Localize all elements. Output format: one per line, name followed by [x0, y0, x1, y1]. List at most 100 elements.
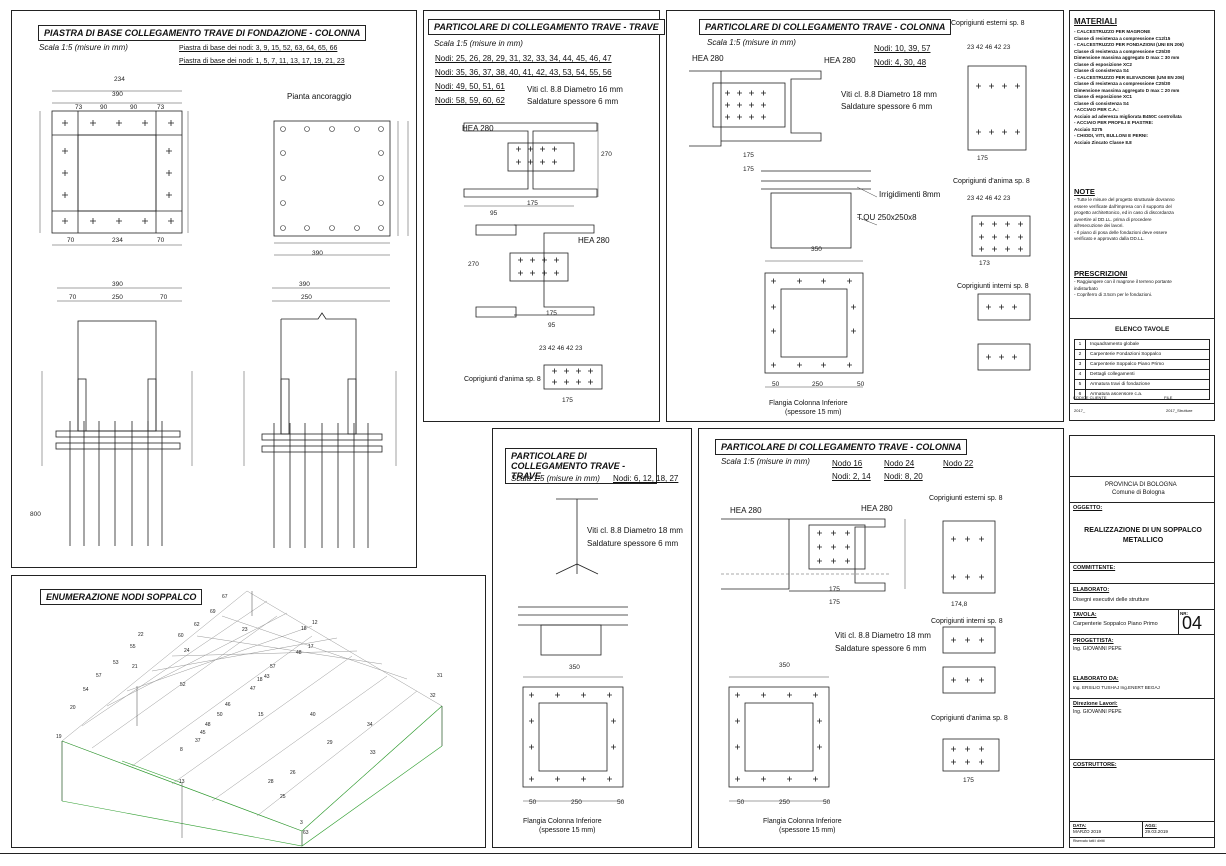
update-value: 29.03.2019: [1145, 829, 1168, 834]
svg-text:31: 31: [437, 673, 443, 679]
nodes-line: Piastra di base dei nodi: 1, 5, 7, 11, 1…: [179, 58, 345, 65]
dimension-label: 174,8: [951, 601, 968, 608]
svg-text:67: 67: [222, 594, 228, 600]
dimension-label: 73: [75, 104, 83, 111]
scale-label: Scala 1:5 (misure in mm): [707, 38, 796, 47]
dimension-label: 175: [829, 586, 840, 593]
file-label: FILE: [1164, 395, 1173, 400]
panel-title: PARTICOLARE DI COLLEGAMENTO TRAVE - TRAV…: [505, 448, 657, 484]
note-line: progetto architettonico, ed in caso di d…: [1074, 210, 1174, 215]
bolts-note: Viti cl. 8.8 Diametro 18 mm: [587, 526, 683, 535]
svg-text:12: 12: [312, 620, 318, 626]
flange-label: Flangia Colonna Inferiore: [769, 400, 848, 407]
svg-text:69: 69: [210, 609, 216, 615]
elaborate-value: Disegni esecutivi delle strutture: [1073, 597, 1150, 603]
note-line: verificato e approvato dalla DD.LL.: [1074, 236, 1145, 241]
dimension-label: 50: [857, 381, 865, 388]
tube-note: T.QU 250x250x8: [857, 213, 917, 222]
dimension-label: 234: [112, 237, 123, 244]
material-line: - ACCIAIO PER C.A.:: [1074, 107, 1119, 112]
dimension-label: 175: [977, 155, 988, 162]
dimension-label: 90: [130, 104, 138, 111]
svg-text:18: 18: [257, 677, 263, 683]
tavola-title: Dettagli collegamenti: [1090, 372, 1135, 377]
dimension-label: 270: [468, 261, 479, 268]
prescriptions-title: PRESCRIZIONI: [1074, 269, 1128, 278]
nodes-list: Nodi: 8, 20: [884, 472, 923, 481]
dimension-label: 350: [569, 664, 580, 671]
bolts-note: Viti cl. 8.8 Diametro 18 mm: [841, 90, 937, 99]
dimension-label: 270: [601, 151, 612, 158]
panel-title: PIASTRA DI BASE COLLEGAMENTO TRAVE DI FO…: [38, 25, 367, 41]
svg-text:63: 63: [303, 830, 309, 836]
panel-title: PARTICOLARE DI COLLEGAMENTO TRAVE - TRAV…: [428, 19, 665, 35]
dimension-label: 250: [812, 381, 823, 388]
dimension-label: 23 42 46 42 23: [967, 44, 1011, 51]
dimension-label: 50: [737, 799, 745, 806]
dimension-label: 175: [546, 310, 557, 317]
svg-text:55: 55: [130, 644, 136, 650]
dimension-label: 175: [562, 397, 573, 404]
nodes-list: Nodi: 49, 50, 51, 61: [435, 82, 505, 91]
svg-text:22: 22: [138, 632, 144, 638]
anchor-plan-label: Pianta ancoraggio: [287, 92, 352, 101]
nodes-list: Nodo 16: [832, 459, 863, 468]
dimension-label: 350: [779, 662, 790, 669]
beam-beam-2-drawing: [518, 498, 628, 802]
material-line: - CALCESTRUZZO PER FONDAZIONI (UNI EN 20…: [1074, 42, 1184, 47]
dimension-label: 175: [963, 777, 974, 784]
dimension-label: 23 42 46 42 23: [967, 195, 1011, 202]
sheet-number: 04: [1182, 613, 1203, 633]
flange-label: Flangia Colonna Inferiore: [763, 818, 842, 825]
dimension-label: 175: [743, 152, 754, 159]
svg-text:15: 15: [258, 712, 264, 718]
svg-text:48: 48: [296, 650, 302, 656]
material-line: Acciaio ad aderenza migliorata B450C con…: [1074, 113, 1182, 119]
cover-plate-label: Coprigiunti interni sp. 8: [931, 618, 1003, 625]
file-value: 2017_Strutture: [1166, 408, 1193, 413]
nodes-list: Nodi: 35, 36, 37, 38, 40, 41, 42, 43, 53…: [435, 68, 612, 77]
svg-text:29: 29: [327, 740, 333, 746]
sheet-border: [0, 853, 1226, 854]
nodes-list: Nodi: 58, 59, 60, 62: [435, 96, 505, 105]
tavola-title: Armatura travi di fondazione: [1090, 382, 1150, 387]
bolts-note: Viti cl. 8.8 Diametro 16 mm: [527, 85, 623, 94]
svg-text:53: 53: [113, 660, 119, 666]
dimension-label: 50: [529, 799, 537, 806]
cover-plate-label: Coprigiunti esterni sp. 8: [929, 495, 1003, 502]
panel-title: ENUMERAZIONE NODI SOPPALCO: [40, 589, 203, 605]
works-direction-value: Ing. GIOVANNI PEPE: [1073, 709, 1122, 715]
object-title: REALIZZAZIONE DI UN SOPPALCO METALLICO: [1084, 527, 1202, 544]
svg-text:60: 60: [178, 633, 184, 639]
tavola-title: Carpenterie Fondazioni Soppalco: [1090, 352, 1162, 357]
dimension-label: 390: [299, 281, 310, 288]
sheet-value: Carpenterie Soppalco Piano Primo: [1073, 621, 1158, 627]
dimension-label: 70: [69, 294, 77, 301]
beam-column-panel-1: PARTICOLARE DI COLLEGAMENTO TRAVE - COLO…: [666, 10, 1064, 422]
svg-text:3: 3: [300, 820, 303, 826]
beam-beam-panel-1: PARTICOLARE DI COLLEGAMENTO TRAVE - TRAV…: [423, 10, 665, 422]
material-line: Classe di resistenza a compressione C12/…: [1074, 35, 1171, 41]
dimension-label: 95: [548, 322, 556, 329]
builder-label: COSTRUTTORE:: [1073, 762, 1117, 768]
prescription-line: - Copriferro di 3.5cm per le fondazioni.: [1074, 292, 1153, 297]
svg-text:8: 8: [180, 747, 183, 753]
dimension-label: 23 42 46 42 23: [539, 345, 583, 352]
material-line: Acciaio S275: [1074, 126, 1103, 132]
tavola-number: 5: [1075, 380, 1086, 389]
beam-beam-drawing: [463, 122, 603, 390]
svg-text:26: 26: [290, 770, 296, 776]
svg-text:43: 43: [264, 674, 270, 680]
material-line: Classe di consistenza S4: [1074, 68, 1129, 73]
prescription-line: - Raggiungere con il magrone il terreno …: [1074, 279, 1172, 284]
material-line: - CHIODI, VITI, BULLONI E PERNI:: [1074, 133, 1149, 138]
dimension-label: 175: [829, 599, 840, 606]
svg-text:28: 28: [268, 779, 274, 785]
scale-label: Scala 1:5 (misure in mm): [434, 39, 523, 48]
dimension-label: 250: [112, 294, 123, 301]
material-line: Dimensione massima aggregato D max = 30 …: [1074, 55, 1180, 60]
dimension-label: 175: [743, 166, 754, 173]
svg-text:17: 17: [308, 644, 314, 650]
svg-text:19: 19: [56, 734, 62, 740]
